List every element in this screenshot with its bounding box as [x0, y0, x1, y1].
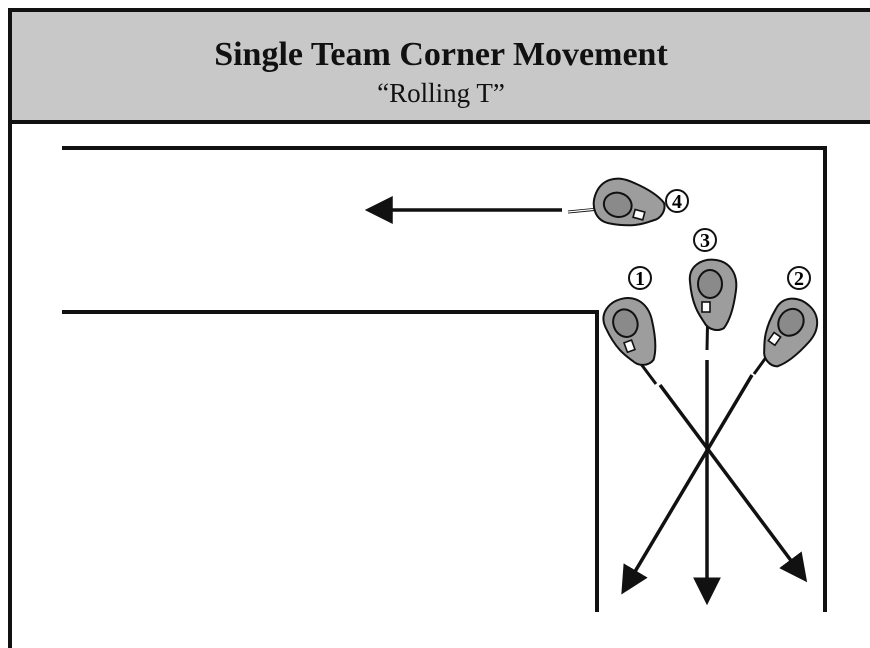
path-player-2 [621, 374, 754, 595]
rink-inner-wall [62, 310, 599, 612]
player-1-number: 1 [635, 268, 645, 290]
skater-4 [588, 172, 670, 238]
skater-3 [688, 258, 738, 331]
player-3-number: 3 [700, 230, 710, 252]
player-2-number: 2 [794, 268, 804, 290]
marker-player-4: 4 [665, 189, 689, 213]
marker-player-3: 3 [693, 228, 717, 252]
diagram-frame [8, 8, 870, 648]
movement-paths [364, 196, 808, 606]
marker-player-1: 1 [628, 266, 652, 290]
marker-player-2: 2 [787, 266, 811, 290]
skater-1 [597, 290, 667, 375]
skater-2 [747, 289, 828, 377]
rink-outer-wall [62, 146, 827, 612]
sticks [567, 206, 782, 385]
player-4-number: 4 [672, 191, 682, 213]
title-bar: Single Team Corner Movement “Rolling T” [12, 12, 870, 124]
page-subtitle: “Rolling T” [377, 78, 505, 108]
page-title: Single Team Corner Movement [214, 36, 668, 73]
path-player-1 [658, 383, 808, 583]
